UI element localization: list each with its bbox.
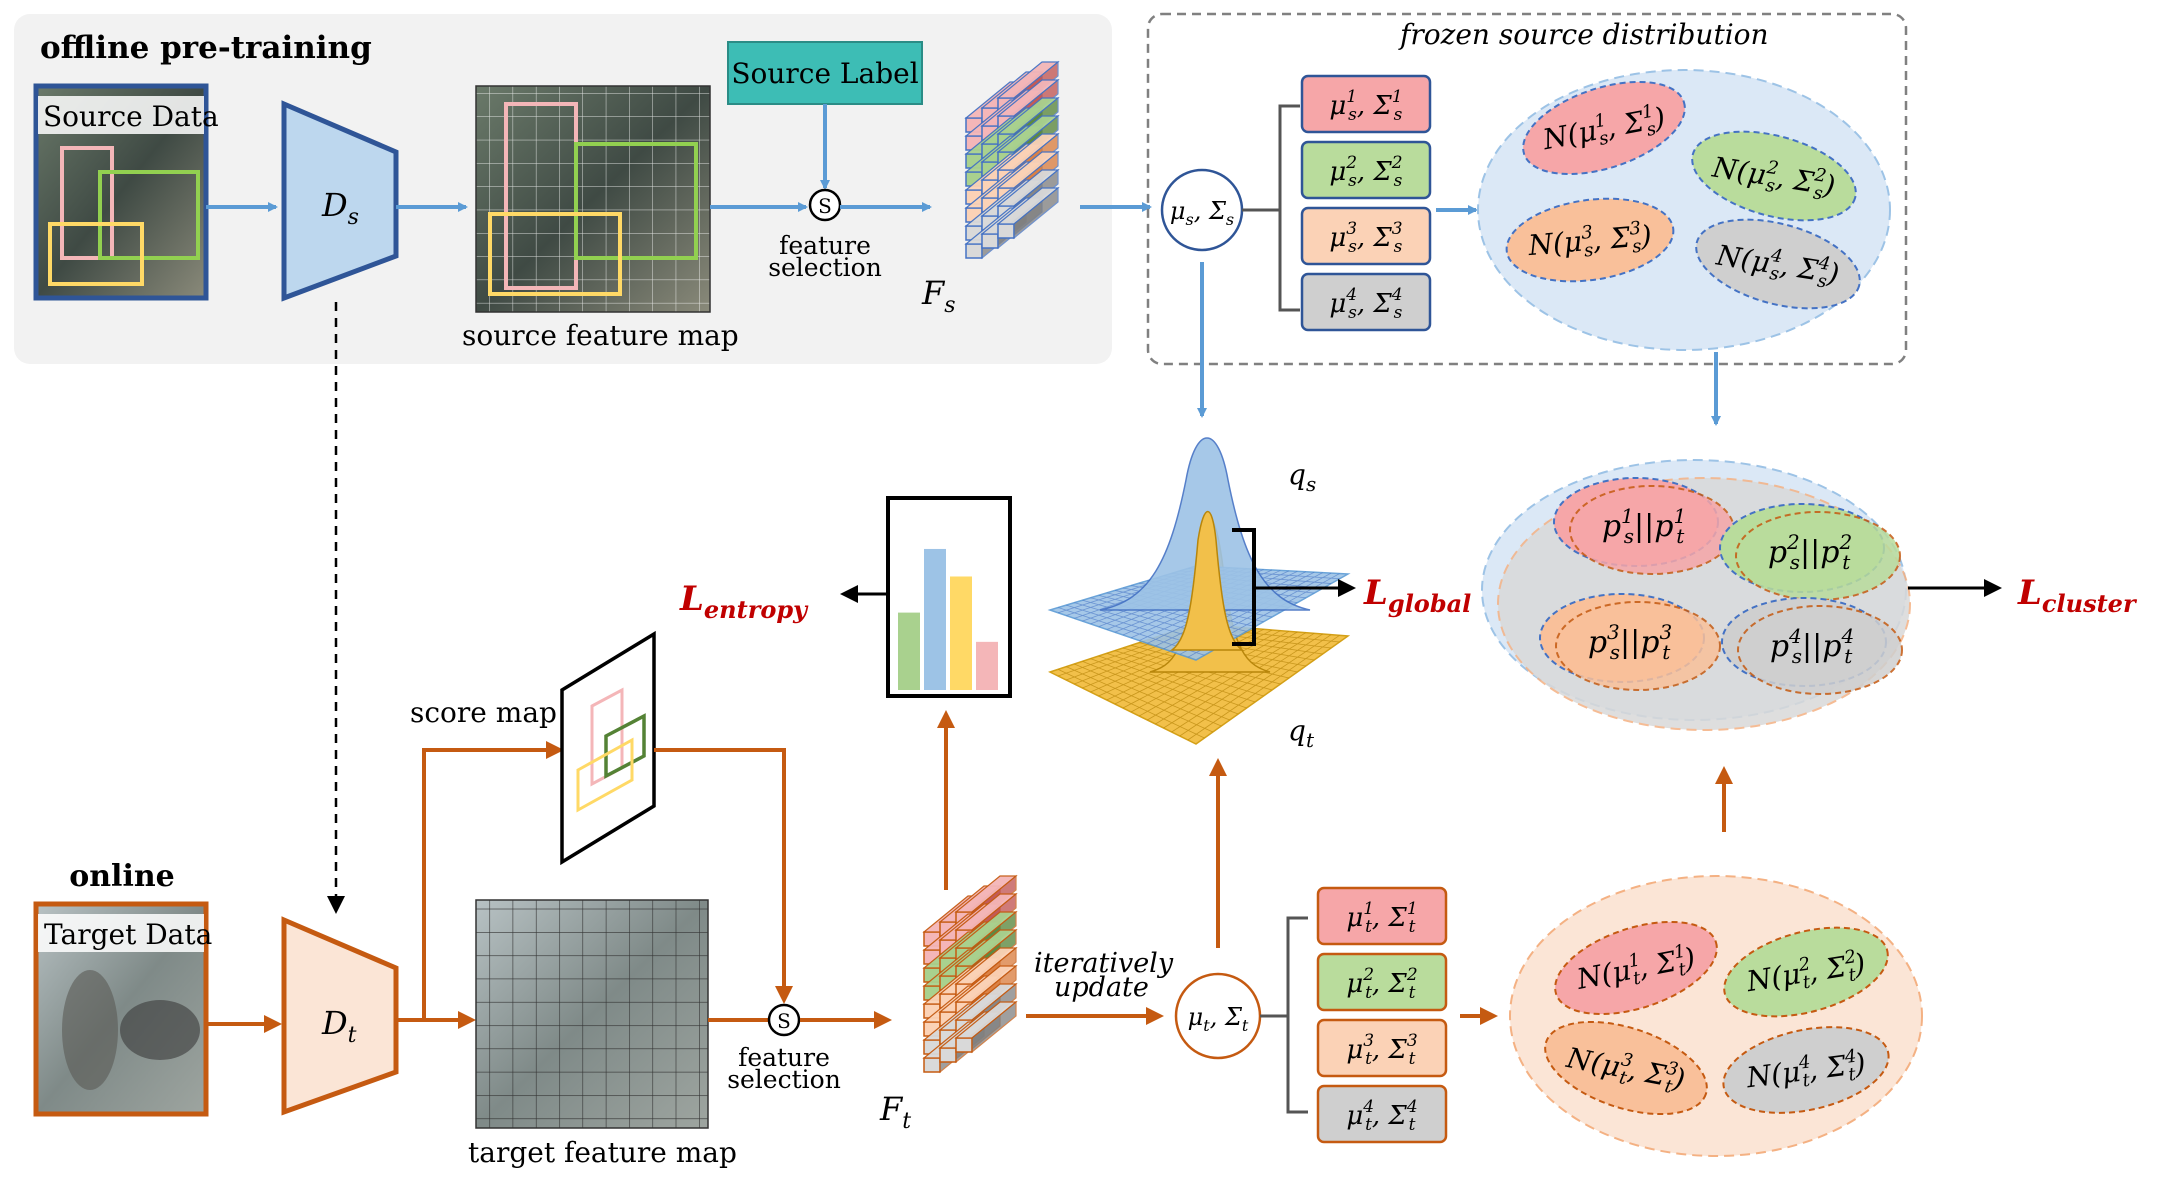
target-stats-node-text: μt, Σt	[1188, 1003, 1249, 1035]
target-brace	[1260, 916, 1308, 1114]
gaussian-label: N(μ4t, Σ4t)	[1743, 1045, 1867, 1099]
iteratively-update-line2: update	[1054, 972, 1149, 1003]
source-feature-selection-line2: selection	[768, 253, 882, 282]
histogram-bar	[898, 612, 920, 690]
target-data-label: Target Data	[44, 918, 212, 951]
target-gaussian-cluster	[1509, 875, 1923, 1157]
stat-box	[1316, 886, 1448, 946]
offline-title: offline pre-training	[40, 30, 372, 66]
histogram-bar	[924, 548, 946, 690]
cluster-loss: Lcluster	[2017, 573, 2138, 618]
arrow-scoremap-to-select	[654, 748, 793, 1004]
qt-label: qt	[1288, 714, 1315, 752]
gaussian-ellipse	[1723, 926, 1889, 1018]
target-feature-stack	[922, 874, 1018, 1074]
target-feature-map-label: target feature map	[468, 1136, 737, 1169]
source-encoder	[281, 100, 399, 302]
stat-box	[1300, 272, 1432, 332]
target-feature-map	[475, 899, 709, 1129]
stat-box	[1316, 1084, 1448, 1144]
gaussian-ellipse	[1722, 1026, 1890, 1114]
source-brace	[1242, 104, 1300, 312]
stat-box	[1316, 952, 1448, 1012]
target-feature-selection-line2: selection	[727, 1065, 841, 1094]
iteratively-update-line1: iteratively	[1034, 948, 1174, 979]
target-select-symbol: S	[777, 1009, 791, 1033]
qs-label: qs	[1288, 458, 1316, 496]
gaussian-label: N(μ3t, Σ3t)	[1562, 1039, 1688, 1100]
frozen-title: frozen source distribution	[1398, 18, 1769, 51]
online-title: online	[69, 859, 175, 894]
source-label-box	[727, 41, 923, 105]
source-features-label: Fs	[921, 274, 956, 318]
target-encoder-label: Dt	[321, 1004, 357, 1048]
global-loss: Lglobal	[1363, 573, 1471, 618]
cluster-pair-ellipse	[1555, 601, 1721, 691]
source-feature-map	[475, 85, 711, 313]
score-map	[560, 630, 656, 866]
source-data-label: Source Data	[43, 100, 219, 133]
source-feature-selection-line1: feature	[779, 231, 871, 260]
gaussian-label: N(μ3s, Σ3s)	[1526, 217, 1653, 266]
source-feature-stack	[964, 60, 1060, 260]
stat-box	[1300, 74, 1432, 134]
target-feature-selection-line1: feature	[738, 1043, 830, 1072]
target-data-image: Target Data	[33, 901, 212, 1117]
target-select-node	[767, 1003, 801, 1037]
source-select-symbol: S	[818, 194, 832, 218]
entropy-loss: Lentropy	[679, 579, 809, 624]
target-gaussians: N(μ1t, Σ1t)N(μ2t, Σ2t)N(μ3t, Σ3t)N(μ4t, …	[1544, 920, 1890, 1116]
source-encoder-label: Ds	[321, 186, 359, 230]
gaussian-ellipse	[1522, 80, 1686, 176]
target-encoder	[281, 916, 399, 1116]
target-features-label: Ft	[879, 1090, 911, 1134]
score-map-label: score map	[410, 696, 557, 729]
source-data-image: Source Data	[33, 83, 219, 301]
gaussian-ellipse	[1505, 197, 1675, 283]
cluster-pair-ellipse	[1737, 605, 1903, 695]
stat-box	[1300, 206, 1432, 266]
source-gaussians: N(μ1s, Σ1s)N(μ2s, Σ2s)N(μ3s, Σ3s)N(μ4s, …	[1505, 80, 1861, 310]
gaussian-ellipse	[1691, 130, 1857, 222]
gaussian-ellipse	[1695, 218, 1861, 310]
histogram-bar	[950, 576, 972, 690]
frozen-distribution-panel	[1146, 12, 1908, 366]
arrow-encoder-to-scoremap	[422, 741, 564, 1020]
source-label-text: Source Label	[731, 57, 918, 90]
gaussian-ellipse	[1554, 920, 1718, 1016]
source-stats-node-text: μs, Σs	[1170, 197, 1234, 229]
gaussian-ellipse	[1544, 1020, 1708, 1116]
stat-box	[1316, 1018, 1448, 1078]
source-feature-map-label: source feature map	[462, 319, 739, 352]
histogram-bar	[976, 641, 998, 690]
histogram-bars	[898, 548, 998, 690]
stat-box	[1300, 140, 1432, 200]
